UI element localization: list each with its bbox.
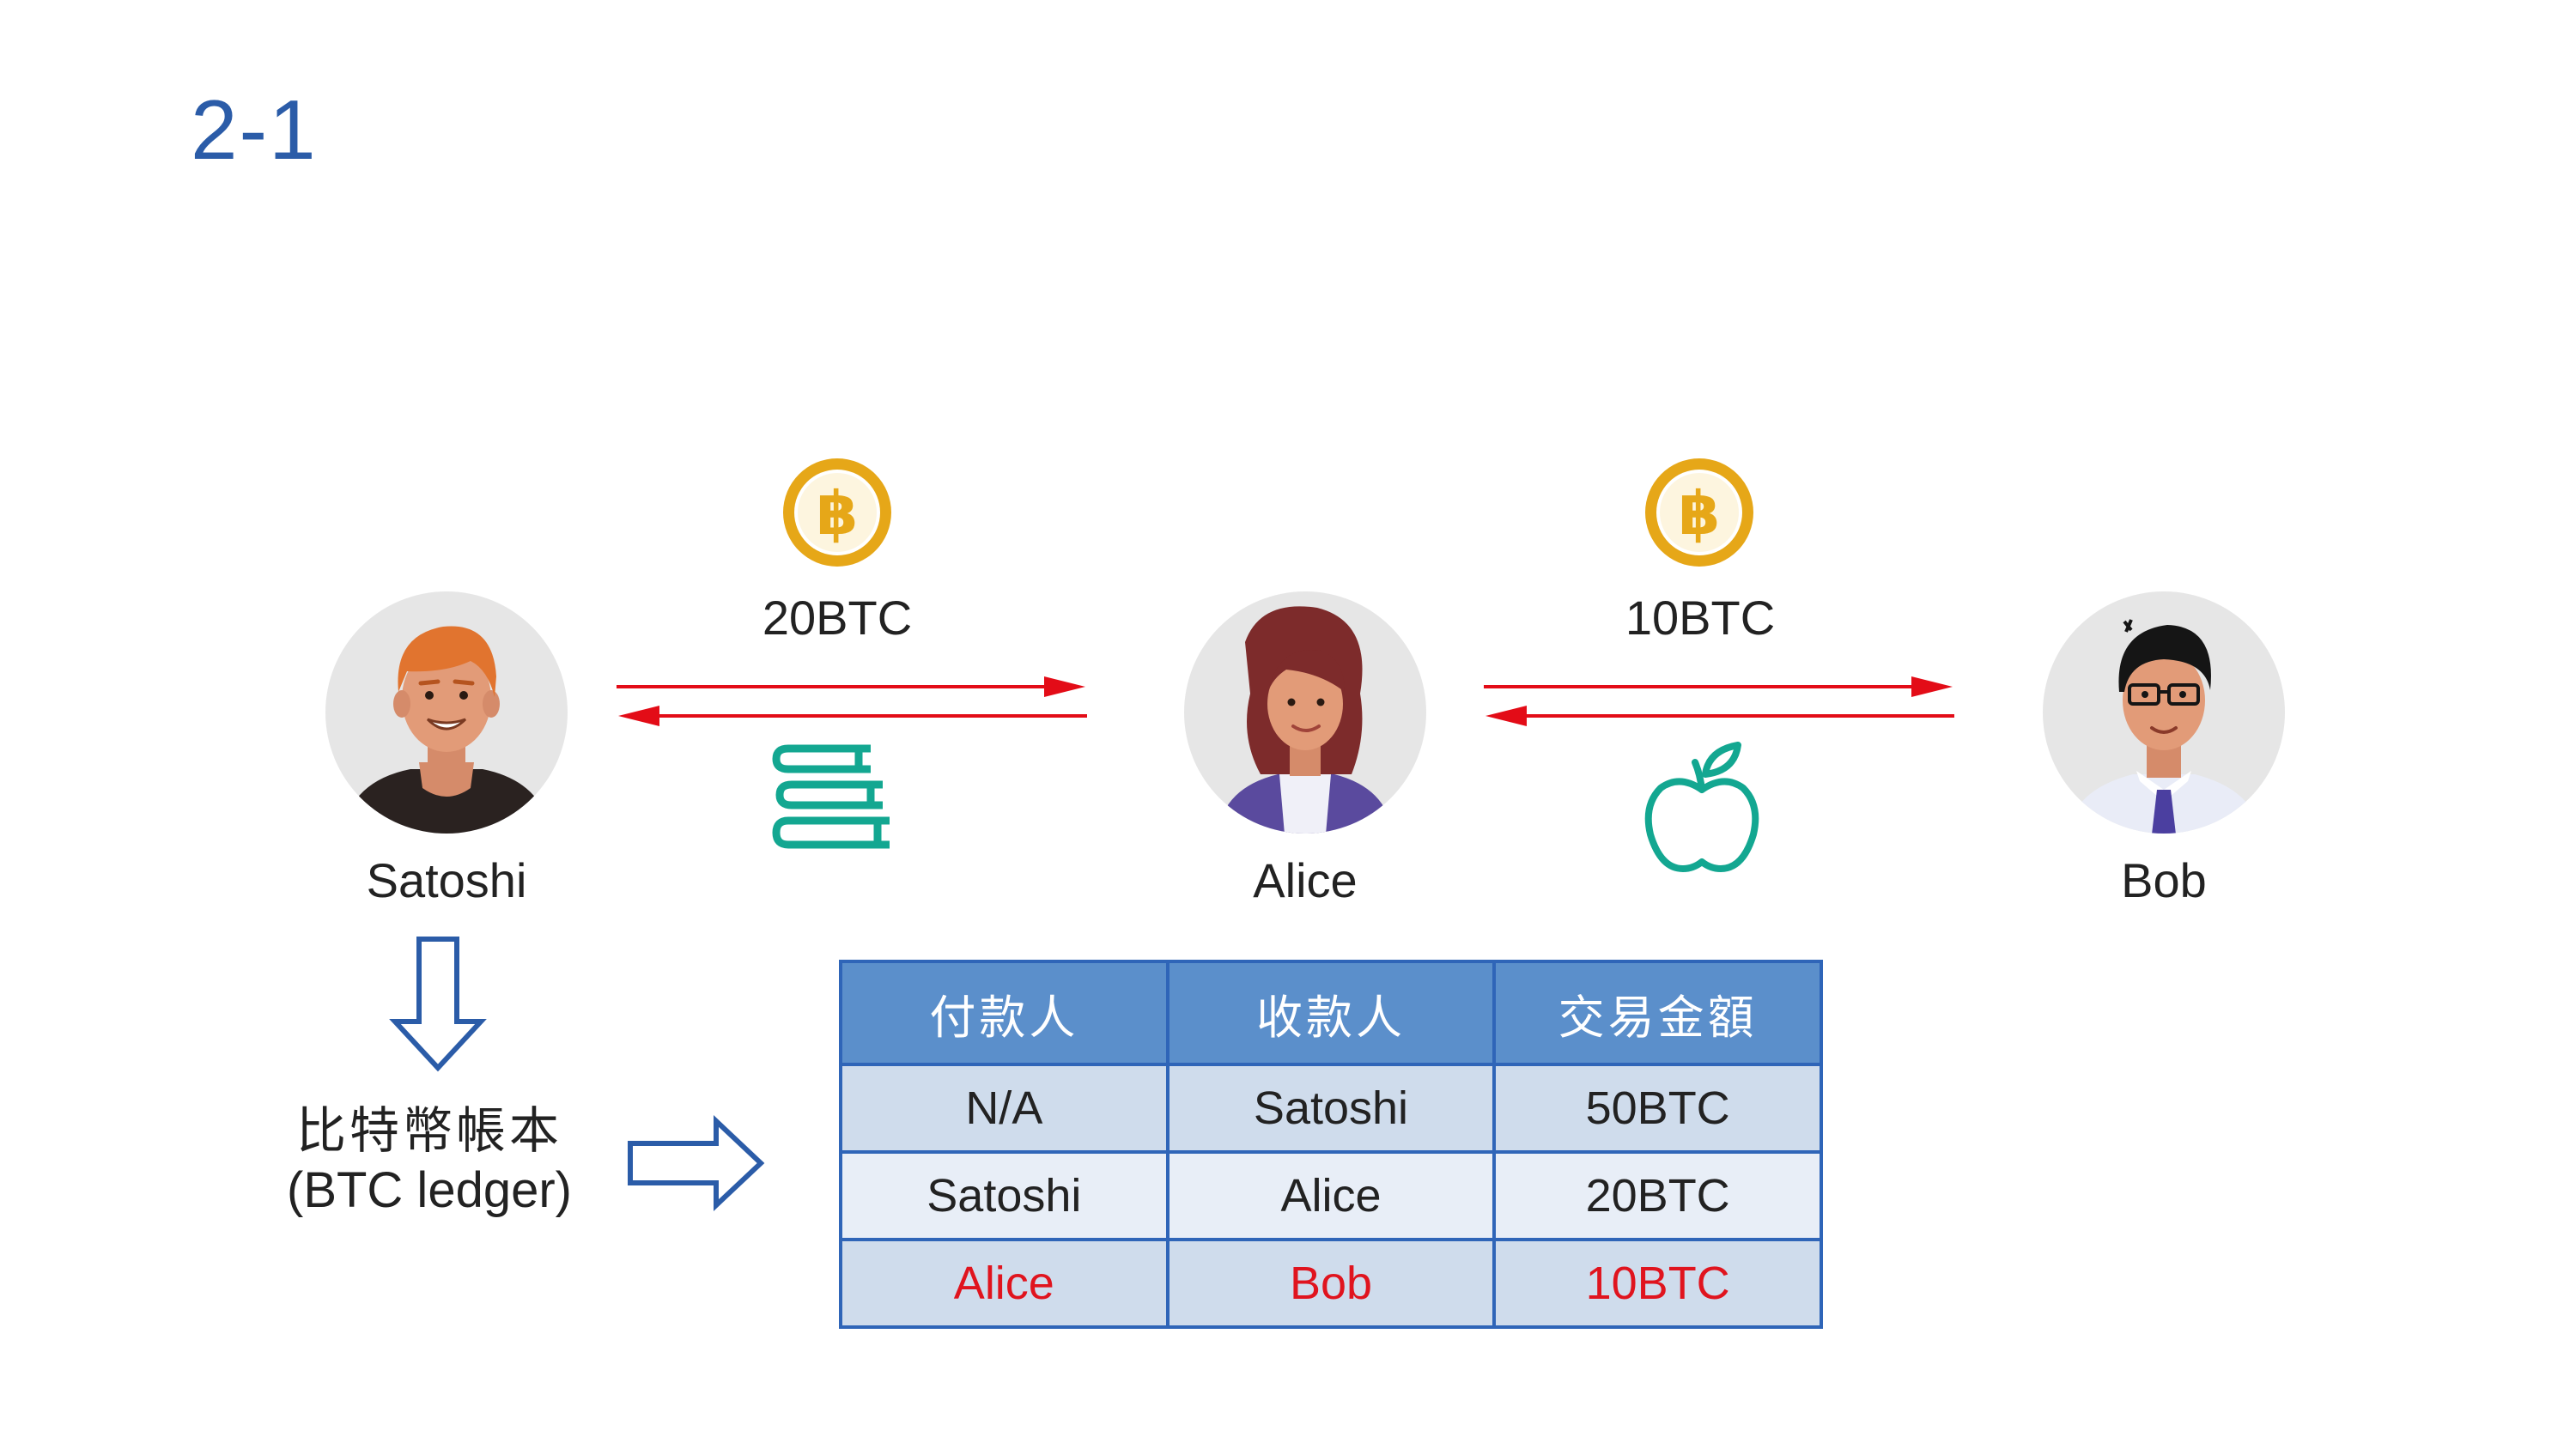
table-cell: 20BTC: [1492, 1150, 1823, 1241]
bitcoin-coin-icon: ฿: [1645, 458, 1753, 567]
table-cell: 10BTC: [1492, 1238, 1823, 1329]
column-header-amount: 交易金額: [1492, 960, 1823, 1066]
column-header-payer: 付款人: [839, 960, 1170, 1066]
table-cell: 50BTC: [1492, 1063, 1823, 1154]
apple-icon: [1644, 742, 1759, 872]
man-orange-hair-avatar: [325, 591, 568, 834]
person-name-bob: Bob: [2121, 853, 2207, 907]
table-row: Alice Bob 10BTC: [839, 1238, 1823, 1329]
man-glasses-tie-avatar: [2043, 591, 2285, 834]
table-row: Satoshi Alice 20BTC: [839, 1150, 1823, 1241]
woman-avatar: [1184, 591, 1426, 834]
transfer-amount-1: 20BTC: [762, 591, 913, 645]
table-cell: Bob: [1165, 1238, 1497, 1329]
bitcoin-coin-icon: ฿: [783, 458, 891, 567]
table-cell: Alice: [839, 1238, 1170, 1329]
table-cell: Satoshi: [839, 1150, 1170, 1241]
person-name-alice: Alice: [1253, 853, 1358, 907]
table-cell: N/A: [839, 1063, 1170, 1154]
table-cell: Alice: [1165, 1150, 1497, 1241]
person-name-satoshi: Satoshi: [366, 853, 527, 907]
transfer-amount-2: 10BTC: [1625, 591, 1776, 645]
table-cell: Satoshi: [1165, 1063, 1497, 1154]
ledger-table: 付款人 收款人 交易金額 N/A Satoshi 50BTC Satoshi A…: [839, 960, 1823, 1329]
slide-number: 2-1: [191, 82, 318, 177]
right-arrow-icon: [628, 1115, 765, 1211]
svg-text:฿: ฿: [1679, 478, 1721, 549]
down-arrow-icon: [389, 937, 487, 1072]
table-header-row: 付款人 收款人 交易金額: [839, 960, 1823, 1066]
ledger-label: 比特幣帳本 (BTC ledger): [258, 1100, 601, 1221]
svg-text:฿: ฿: [817, 478, 859, 549]
table-row: N/A Satoshi 50BTC: [839, 1063, 1823, 1154]
ledger-label-english: (BTC ledger): [287, 1162, 572, 1218]
books-icon: [772, 744, 890, 849]
transfer-arrows-satoshi-alice: [617, 676, 1087, 726]
transfer-arrows-alice-bob: [1484, 676, 1954, 726]
column-header-payee: 收款人: [1165, 960, 1497, 1066]
ledger-label-chinese: 比特幣帳本: [295, 1101, 562, 1160]
